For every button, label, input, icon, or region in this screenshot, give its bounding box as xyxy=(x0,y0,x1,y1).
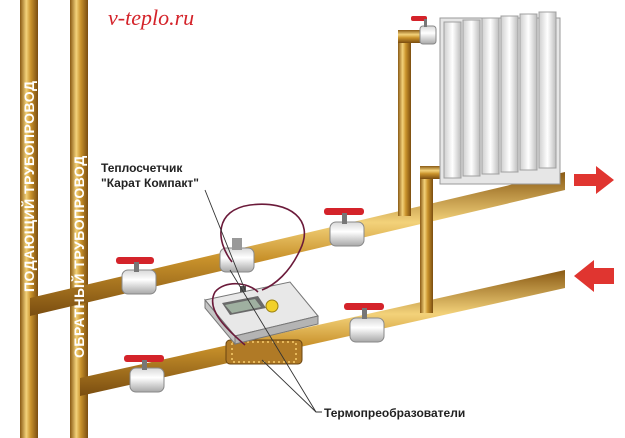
ball-valve-icon xyxy=(324,208,365,247)
radiator-return-riser xyxy=(420,168,433,313)
supply-pipe-label: ПОДАЮЩИЙ ТРУБОПРОВОД xyxy=(20,81,37,292)
radiator-supply-riser xyxy=(398,36,411,216)
meter-leader-line xyxy=(204,189,246,291)
return-pipe-label: ОБРАТНЫЙ ТРУБОПРОВОД xyxy=(70,155,87,358)
radiator-valve-icon xyxy=(411,16,437,45)
thermal-sensors-label: Термопреобразователи xyxy=(324,406,465,420)
ball-valve-icon xyxy=(124,355,165,393)
heat-meter-label-line1: Теплосчетчик xyxy=(101,161,183,175)
arrow-right-icon xyxy=(574,166,614,194)
arrow-left-icon xyxy=(574,260,614,292)
heat-meter-label-line2: "Карат Компакт" xyxy=(101,176,199,190)
supply-riser-pipe xyxy=(20,0,38,438)
ball-valve-icon xyxy=(116,257,157,295)
sensor-wire-upper xyxy=(220,203,306,291)
sensor-wire-lower xyxy=(211,282,259,346)
return-branch-pipe xyxy=(80,270,565,396)
site-watermark: v-teplo.ru xyxy=(108,5,194,30)
return-riser-pipe xyxy=(70,0,88,438)
ball-valve-icon xyxy=(219,238,255,273)
ball-valve-icon xyxy=(344,303,385,343)
heat-meter-icon xyxy=(204,281,319,365)
radiator-icon xyxy=(439,11,561,185)
sensor-leader-line-2 xyxy=(261,359,317,413)
